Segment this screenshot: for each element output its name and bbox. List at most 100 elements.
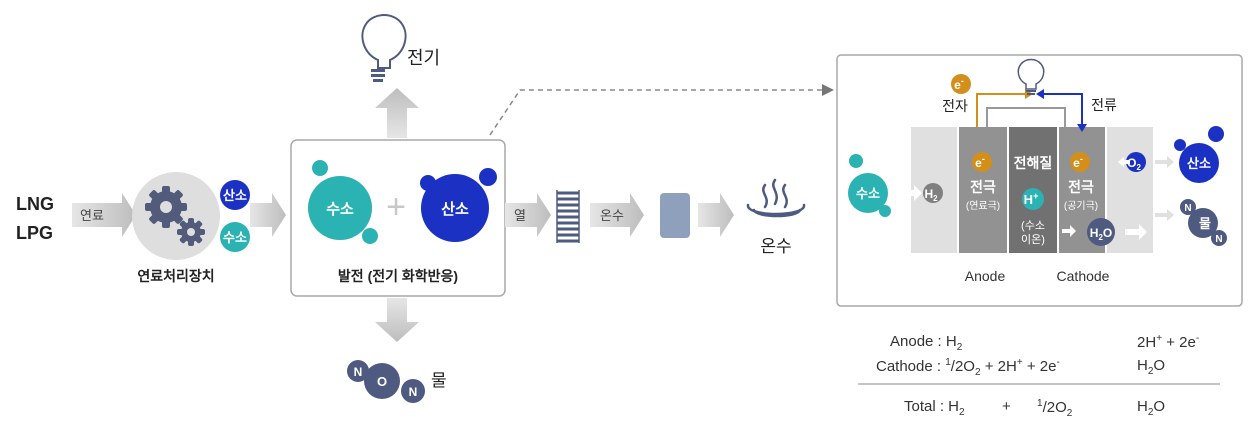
heat-arrow bbox=[505, 193, 551, 237]
processor-oxygen-text: 산소 bbox=[223, 188, 247, 203]
oxygen-bubble1 bbox=[1208, 126, 1224, 142]
electron-label: 전자 bbox=[942, 98, 968, 114]
gears-icon bbox=[145, 186, 205, 246]
generator-hydrogen-dot bbox=[312, 160, 328, 176]
generator-hydrogen-text: 수소 bbox=[326, 201, 354, 218]
panel-water-molecule-icon: N 물 N bbox=[1180, 199, 1227, 246]
equation-total-plus: + bbox=[1002, 398, 1011, 415]
anode-label: Anode bbox=[965, 268, 1006, 284]
anode-electrode-sub: (연료극) bbox=[966, 200, 1000, 212]
current-wire-arrowhead1 bbox=[1036, 89, 1044, 99]
electrolyte-sub1: (수소 bbox=[1021, 219, 1045, 232]
hydrogen-label: 수소 bbox=[856, 186, 880, 201]
hot-water-flow-arrow bbox=[590, 193, 644, 237]
hot-water-label: 온수 bbox=[760, 237, 791, 256]
generator-plus: + bbox=[386, 188, 406, 226]
o2-in-arrow bbox=[1118, 157, 1130, 167]
hydrogen-in-arrow bbox=[900, 185, 922, 201]
proton-badge bbox=[1022, 188, 1044, 210]
h2o-text: H2O bbox=[1090, 226, 1112, 242]
h2-badge bbox=[923, 183, 943, 203]
processor-arrow bbox=[250, 193, 286, 237]
h2o-badge bbox=[1087, 218, 1115, 246]
cathode-label: Cathode bbox=[1057, 268, 1110, 284]
oxygen-label: 산소 bbox=[1187, 156, 1211, 171]
electricity-arrow bbox=[375, 88, 419, 138]
cathode-electron-text: e- bbox=[1073, 154, 1083, 170]
water-molecule-icon: N O N bbox=[347, 360, 425, 403]
hydrogen-bubble2 bbox=[879, 205, 891, 217]
equation-total-right: H2O bbox=[1137, 398, 1166, 418]
generator-oxygen-bubble2 bbox=[479, 168, 497, 186]
proton-to-cathode-arrow bbox=[1062, 225, 1076, 237]
h2o-out-arrow bbox=[1125, 224, 1147, 240]
fuel-arrow-label: 연료 bbox=[80, 208, 104, 223]
current-label: 전류 bbox=[1091, 97, 1117, 113]
water-arrow bbox=[375, 298, 419, 342]
o2-badge bbox=[1126, 152, 1146, 172]
svg-text:물: 물 bbox=[1199, 216, 1211, 231]
oxygen-to-cell-arrow bbox=[1155, 156, 1174, 168]
electrolyte-label: 전해질 bbox=[1014, 155, 1053, 171]
anode-electron-text: e- bbox=[975, 154, 985, 170]
generator-oxygen-bubble1 bbox=[420, 175, 436, 191]
current-wire bbox=[1044, 93, 1083, 124]
generator-hydrogen-circle bbox=[308, 176, 372, 240]
anode-electron-badge bbox=[972, 152, 992, 172]
equation-cathode-right: H2O bbox=[1137, 357, 1166, 377]
current-wire-arrowhead2 bbox=[1077, 124, 1087, 132]
lightbulb-icon bbox=[361, 14, 407, 82]
generator-label: 발전 (전기 화학반응) bbox=[338, 268, 458, 284]
equation-total-left: Total : H2 bbox=[904, 398, 965, 418]
circuit-wire-gray bbox=[986, 107, 1066, 127]
equation-cathode-left: Cathode : 1/2O2 + 2H+ + 2e- bbox=[876, 357, 1060, 378]
hot-water-icon bbox=[746, 178, 806, 218]
water-out-arrow bbox=[1155, 209, 1174, 221]
hydrogen-bubble bbox=[849, 154, 863, 168]
h2-text: H2 bbox=[924, 187, 938, 203]
electricity-label: 전기 bbox=[407, 48, 440, 68]
o2-text: O2 bbox=[1127, 156, 1141, 172]
cathode-electrode-label: 전극 bbox=[1068, 179, 1094, 195]
water-label: 물 bbox=[431, 371, 447, 390]
lpg-label: LPG bbox=[16, 223, 53, 243]
anode-electrode bbox=[959, 127, 1007, 253]
electrolyte-sub2: 이온) bbox=[1021, 233, 1045, 246]
equation-anode-left: Anode : H2 bbox=[890, 333, 963, 353]
equation-total-mid: 1/2O2 bbox=[1037, 398, 1073, 419]
generator-oxygen-circle bbox=[421, 174, 489, 242]
svg-text:N: N bbox=[354, 365, 363, 379]
generator-hydrogen-bubble bbox=[362, 228, 378, 244]
fuel-arrow bbox=[72, 193, 136, 237]
hot-water-tank-icon bbox=[660, 193, 690, 238]
processor-label: 연료처리장치 bbox=[137, 268, 214, 284]
hot-water-arrow bbox=[698, 193, 734, 237]
hot-water-flow-label: 온수 bbox=[600, 208, 624, 223]
svg-text:N: N bbox=[409, 385, 418, 399]
generator-oxygen-text: 산소 bbox=[441, 201, 469, 218]
detail-connector bbox=[489, 89, 822, 136]
processor-hydrogen-text: 수소 bbox=[223, 230, 247, 245]
oxygen-bubble2 bbox=[1174, 139, 1186, 151]
electron-badge bbox=[951, 74, 971, 94]
hydrogen-circle bbox=[848, 173, 888, 213]
heat-label: 열 bbox=[514, 208, 526, 223]
processor-hydrogen-badge bbox=[220, 222, 250, 252]
svg-text:O: O bbox=[377, 374, 387, 389]
svg-text:N: N bbox=[1215, 234, 1222, 245]
oxygen-circle bbox=[1179, 143, 1219, 183]
equation-anode-right: 2H+ + 2e- bbox=[1137, 333, 1200, 351]
svg-text:N: N bbox=[1184, 203, 1191, 214]
electron-badge-text: e- bbox=[954, 76, 964, 92]
proton-text: H+ bbox=[1024, 191, 1039, 207]
cathode-electrode-sub: (공기극) bbox=[1064, 200, 1098, 212]
cathode-electron-badge bbox=[1070, 152, 1090, 172]
panel-lightbulb-icon bbox=[1017, 58, 1045, 95]
electron-wire bbox=[976, 93, 1025, 127]
heat-exchanger-coil-icon bbox=[556, 190, 580, 243]
lng-label: LNG bbox=[16, 194, 54, 214]
anode-electrode-label: 전극 bbox=[970, 179, 996, 195]
processor-oxygen-badge bbox=[220, 180, 250, 210]
detail-connector-arrowhead bbox=[822, 84, 834, 96]
